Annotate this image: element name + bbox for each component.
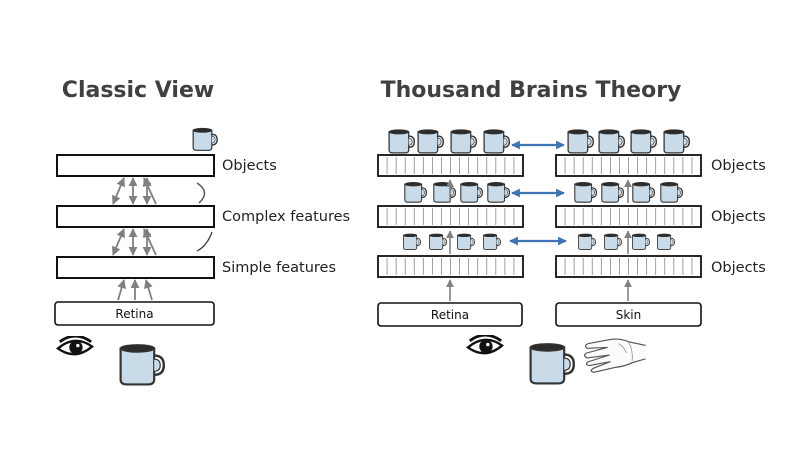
tbt-feedforward-arrows [446, 179, 632, 301]
classic-objects-layer [56, 154, 215, 177]
tbt-level-label-bottom: Objects [711, 260, 766, 276]
tbt-level-label-top: Objects [711, 158, 766, 174]
mug-icon [631, 233, 650, 250]
classic-level-label-objects: Objects [222, 158, 277, 174]
classic-complex-features-layer [56, 205, 215, 228]
mug-icon [598, 129, 625, 154]
thousand-brains-title: Thousand Brains Theory [381, 78, 682, 103]
classic-retina-label: Retina [115, 307, 153, 321]
classic-level-label-simple: Simple features [222, 260, 336, 276]
mug-icon [632, 181, 655, 203]
eye-icon [466, 335, 504, 355]
tbt-retina-label: Retina [431, 308, 469, 322]
mug-icon [574, 181, 597, 203]
thousand-brains-view: Thousand Brains Theory Retina Skin Objec… [377, 78, 766, 385]
mug-icon [529, 342, 575, 385]
tbt-skin-box [555, 302, 702, 327]
classic-retina-box [54, 301, 215, 326]
classic-curve-mark [196, 182, 206, 204]
mug-icon [663, 129, 690, 154]
tbt-level-label-middle: Objects [711, 209, 766, 225]
mug-icon [660, 181, 683, 203]
mug-icon [567, 129, 594, 154]
mug-icon [656, 233, 675, 250]
classic-curve-mark [196, 231, 213, 252]
eye-icon [56, 336, 94, 356]
mug-icon [577, 233, 596, 250]
mug-icon [450, 129, 477, 154]
mug-icon [460, 181, 483, 203]
tbt-retina-box [377, 302, 523, 327]
tbt-skin-label: Skin [616, 308, 642, 322]
tbt-lateral-arrows [509, 140, 567, 246]
classic-hierarchy-arrows [112, 177, 157, 301]
mug-icon [601, 181, 624, 203]
mug-icon [428, 233, 447, 250]
mug-icon [402, 233, 421, 250]
classic-level-label-complex: Complex features [222, 209, 350, 225]
classic-view: Classic View Retina Objects Complex feat… [54, 78, 350, 386]
classic-view-title: Classic View [62, 78, 214, 103]
mug-icon [119, 343, 165, 386]
mug-icon [603, 233, 622, 250]
mug-icon [417, 129, 444, 154]
mug-icon [630, 129, 657, 154]
mug-icon [456, 233, 475, 250]
hand-icon [583, 338, 647, 373]
mug-icon [487, 181, 510, 203]
mug-icon [483, 129, 510, 154]
mug-icon [388, 129, 415, 154]
classic-simple-features-layer [56, 256, 215, 279]
mug-icon [404, 181, 427, 203]
mug-icon [433, 181, 456, 203]
mug-icon [192, 127, 218, 151]
cortical-columns [377, 129, 702, 278]
mug-icon [482, 233, 501, 250]
